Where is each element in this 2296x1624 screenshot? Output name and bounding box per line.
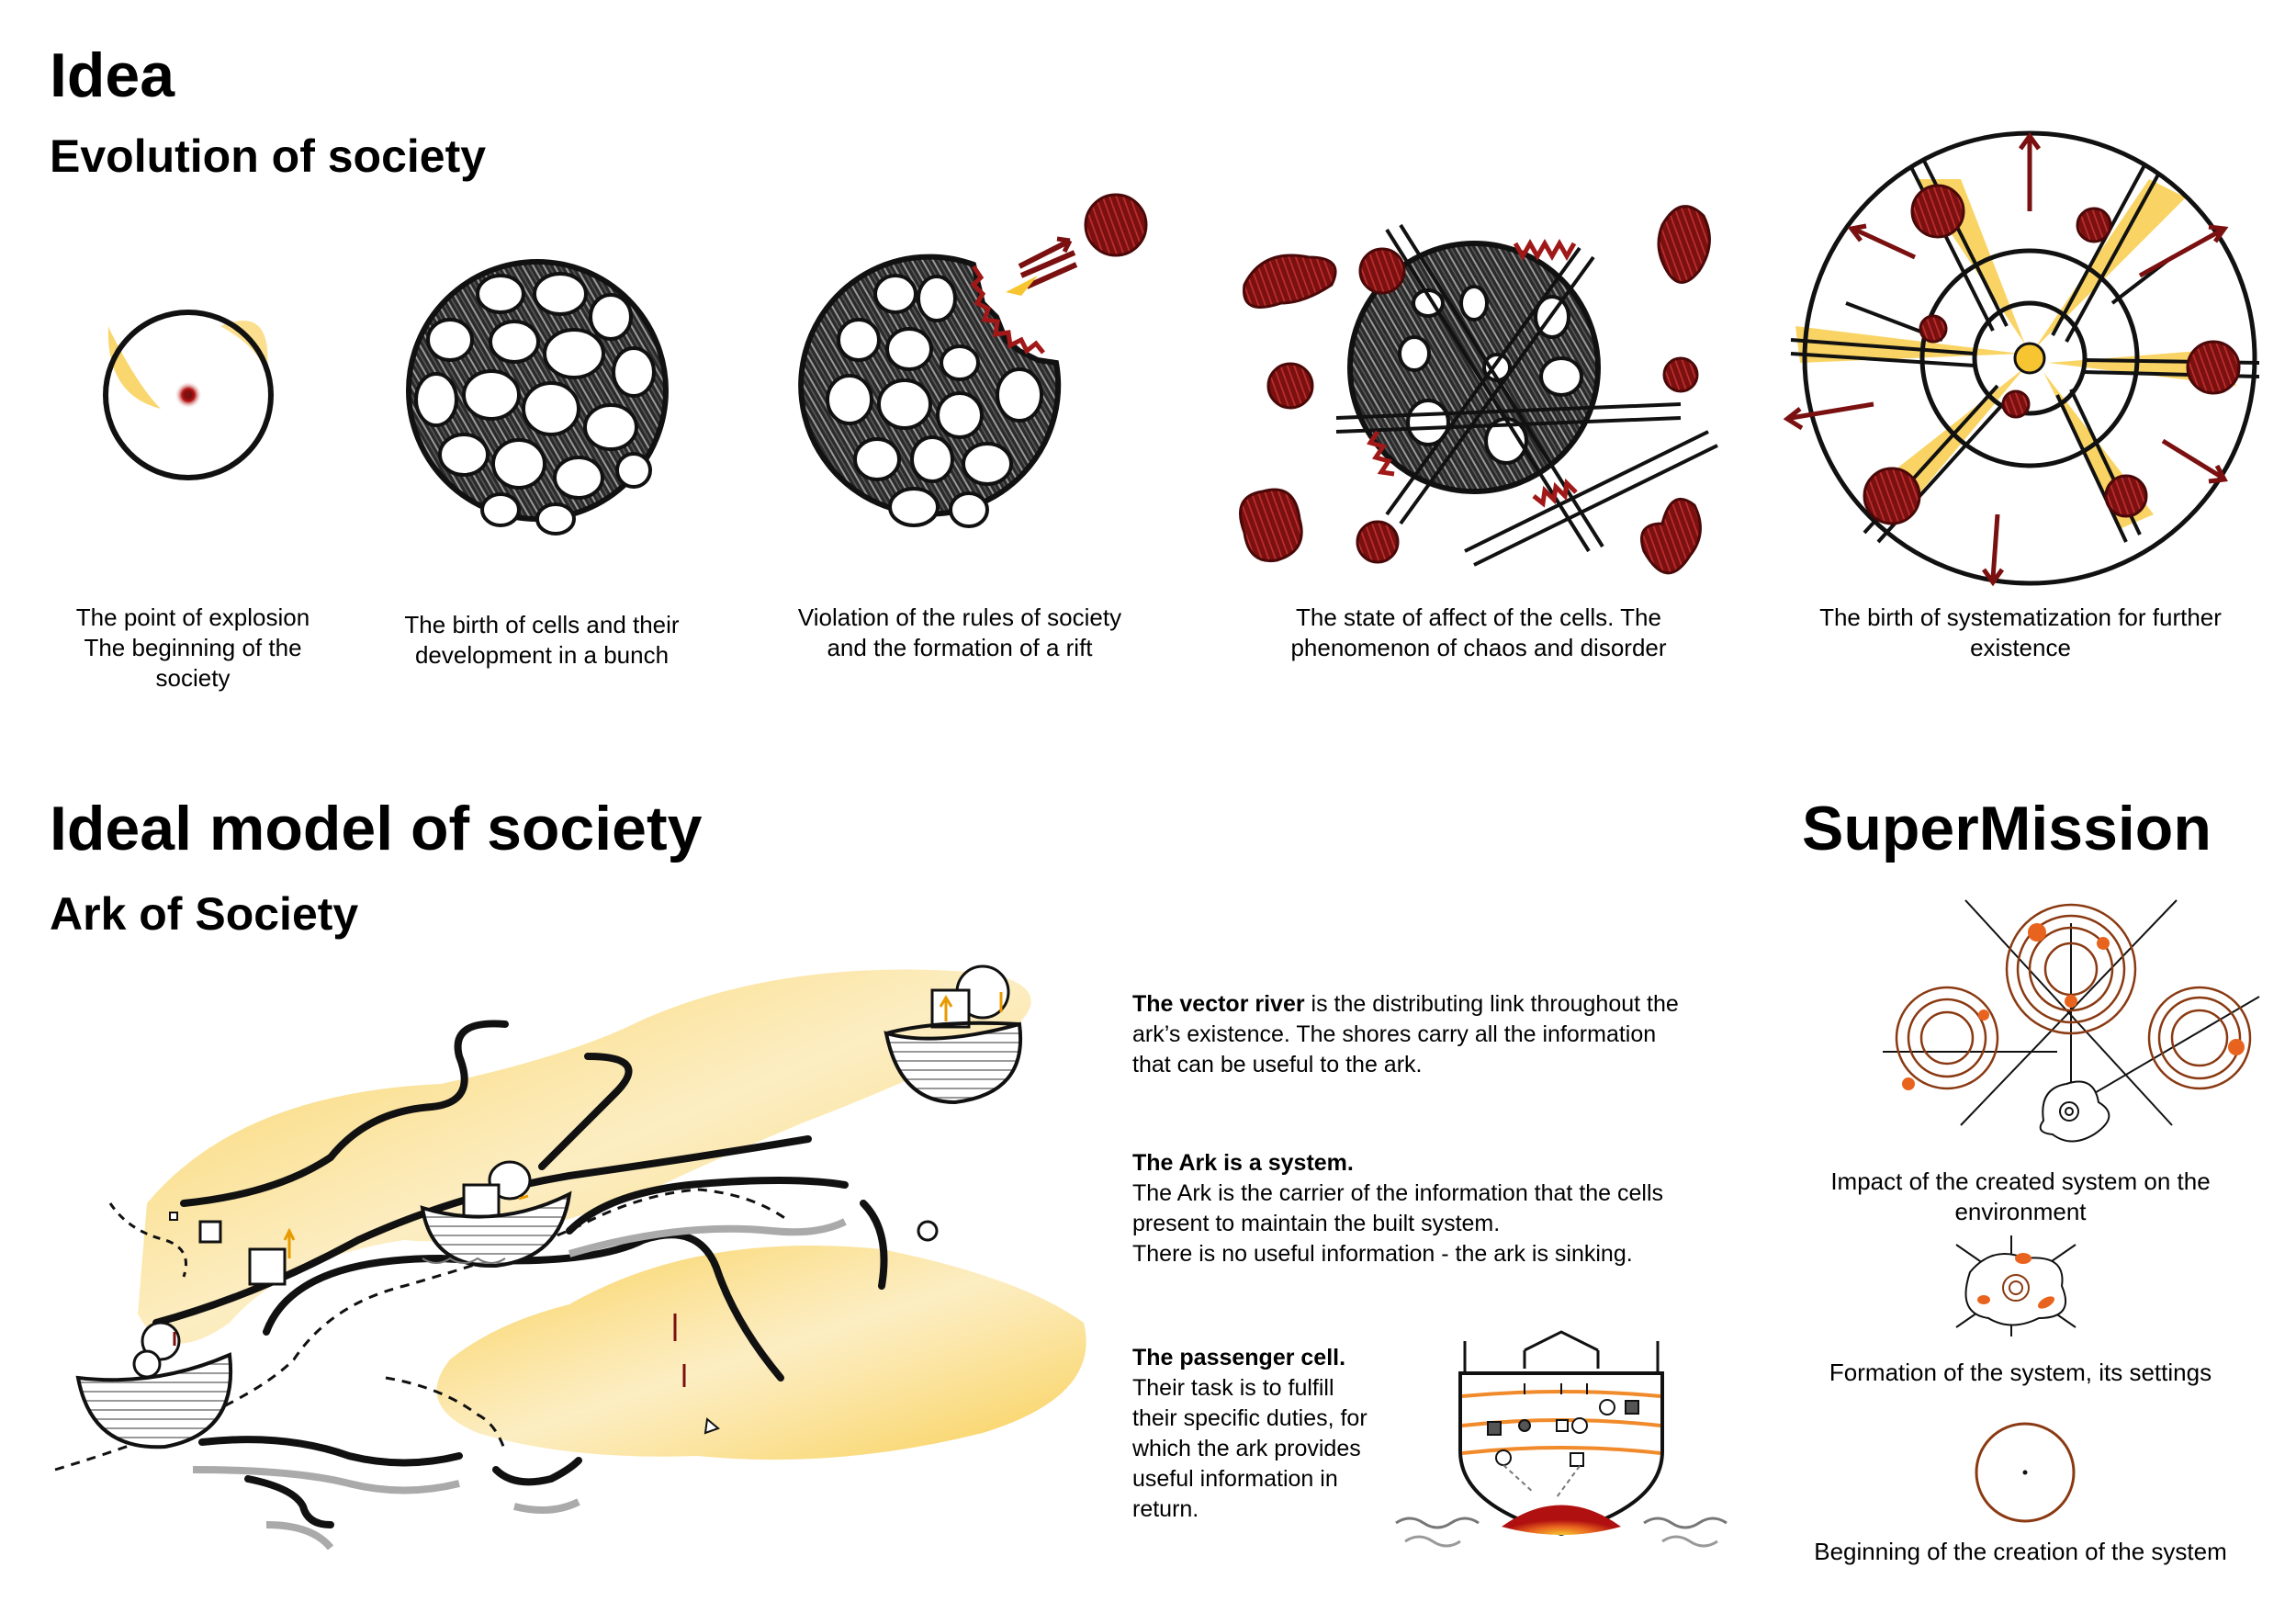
supermission-caption-beginning: Beginning of the creation of the system — [1814, 1538, 2227, 1565]
stage-3-rift-icon — [798, 193, 1148, 528]
stage-1-explosion-icon — [103, 310, 274, 480]
supermission-caption-formation: Formation of the system, its settings — [1829, 1359, 2212, 1386]
evolution-drawings — [103, 130, 2260, 587]
formation-system-diagram — [1955, 1235, 2077, 1336]
idea-subtitle: Evolution of society — [50, 130, 487, 182]
impact-system-diagram — [1883, 899, 2260, 1143]
river-bank-shadows — [192, 1218, 847, 1551]
stage-2-cells-bunch-icon — [406, 259, 669, 536]
passenger-cells — [169, 1212, 939, 1435]
paragraph-vector-river: The vector river is the distributing lin… — [1132, 991, 1679, 1077]
boat-middle — [420, 1160, 572, 1269]
stage-5-caption: The birth of systematization for further… — [1819, 603, 2222, 661]
ideal-model-title: Ideal model of society — [50, 794, 703, 863]
ideal-model-subtitle: Ark of Society — [50, 888, 359, 940]
stage-4-chaos-icon — [1239, 205, 1718, 575]
vector-river-path — [54, 1188, 791, 1472]
beginning-system-diagram — [1975, 1422, 2076, 1523]
stage-5-systematization-icon — [1783, 130, 2260, 587]
boat-upper-right — [884, 964, 1023, 1105]
ark-cross-section-icon — [1395, 1330, 1728, 1548]
ark-river-illustration — [54, 964, 1086, 1551]
boat-lower-left — [75, 1321, 233, 1449]
supermission-title: SuperMission — [1802, 794, 2212, 863]
idea-title: Idea — [50, 40, 175, 110]
paragraph-passenger-cell: The passenger cell. Their task is to ful… — [1132, 1345, 1367, 1522]
paragraph-ark-system: The Ark is a system. The Ark is the carr… — [1132, 1150, 1664, 1267]
